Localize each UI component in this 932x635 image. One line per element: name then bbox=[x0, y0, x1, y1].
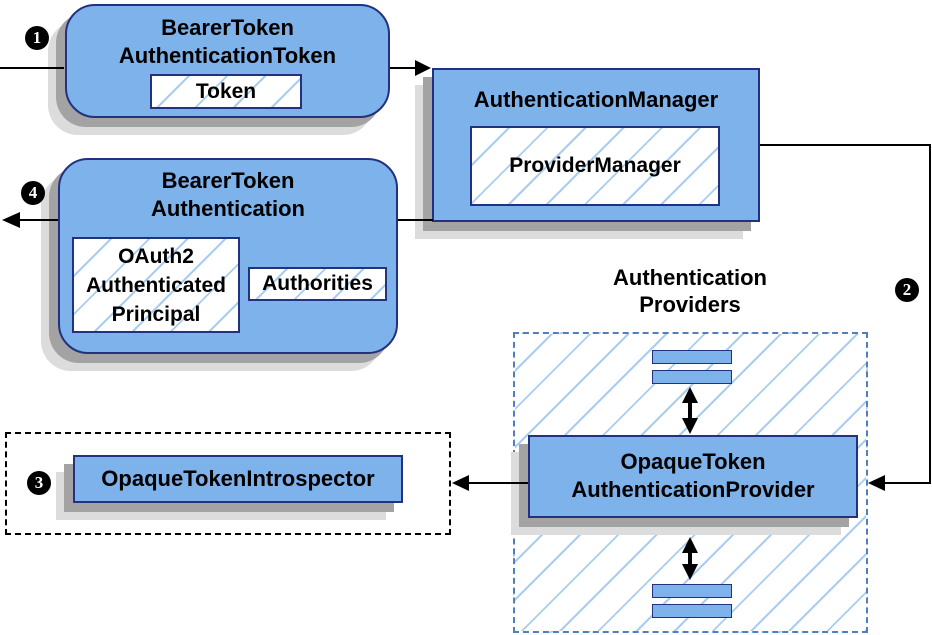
bearer-token-authentication-line2: Authentication bbox=[151, 196, 305, 221]
step-2-badge: 2 bbox=[895, 278, 919, 302]
opaque-token-authentication-provider-line1: OpaqueToken bbox=[620, 449, 766, 474]
step-4-number: 4 bbox=[28, 183, 38, 202]
oauth2-authenticated-principal-line2: Authenticated bbox=[85, 273, 226, 297]
oauth2-authenticated-principal-line1: OAuth2 bbox=[118, 244, 194, 268]
node-authentication-manager: AuthenticationManager ProviderManager bbox=[432, 68, 760, 222]
step-3-badge: 3 bbox=[27, 471, 51, 495]
authentication-providers-heading-line2: Providers bbox=[639, 292, 741, 317]
provider-placeholder-bar-bottom-1 bbox=[652, 584, 732, 598]
opaque-token-introspector-title: OpaqueTokenIntrospector bbox=[101, 466, 375, 491]
node-bearer-token-authentication: BearerToken Authentication OAuth2 Authen… bbox=[58, 158, 398, 354]
bearer-token-authentication-token-line1: BearerToken bbox=[161, 15, 294, 40]
node-opaque-token-authentication-provider: OpaqueToken AuthenticationProvider bbox=[528, 435, 858, 518]
bearer-token-authentication-line1: BearerToken bbox=[161, 168, 295, 193]
authentication-providers-heading-line1: Authentication bbox=[613, 265, 767, 290]
arrow-token-to-manager bbox=[390, 60, 431, 76]
token-chip: Token bbox=[150, 74, 302, 109]
authentication-providers-heading: Authentication Providers bbox=[590, 264, 790, 318]
oauth2-authenticated-principal-chip: OAuth2 Authenticated Principal bbox=[72, 237, 240, 333]
step-1-badge: 1 bbox=[25, 26, 49, 50]
arrow-result-out bbox=[2, 212, 58, 228]
provider-placeholder-bar-bottom-2 bbox=[652, 604, 732, 618]
authorities-label: Authorities bbox=[262, 272, 373, 295]
authentication-manager-title: AuthenticationManager bbox=[473, 87, 719, 112]
step-2-number: 2 bbox=[902, 280, 912, 299]
node-opaque-token-introspector: OpaqueTokenIntrospector bbox=[73, 455, 403, 503]
node-bearer-token-authentication-token: BearerToken AuthenticationToken Token bbox=[65, 4, 390, 118]
step-3-number: 3 bbox=[34, 473, 44, 492]
bearer-token-authentication-token-line2: AuthenticationToken bbox=[118, 43, 337, 68]
oauth2-authenticated-principal-line3: Principal bbox=[111, 302, 201, 326]
provider-manager-label: ProviderManager bbox=[509, 154, 681, 177]
opaque-token-authentication-provider-line2: AuthenticationProvider bbox=[571, 477, 815, 502]
provider-placeholder-bar-top-1 bbox=[652, 350, 732, 364]
step-4-badge: 4 bbox=[21, 181, 45, 205]
step-1-number: 1 bbox=[32, 28, 42, 47]
authorities-chip: Authorities bbox=[248, 267, 387, 301]
opaque-token-introspector-container bbox=[5, 432, 451, 535]
provider-placeholder-bar-top-2 bbox=[652, 370, 732, 384]
provider-manager-chip: ProviderManager bbox=[470, 126, 720, 206]
token-chip-label: Token bbox=[195, 79, 257, 103]
